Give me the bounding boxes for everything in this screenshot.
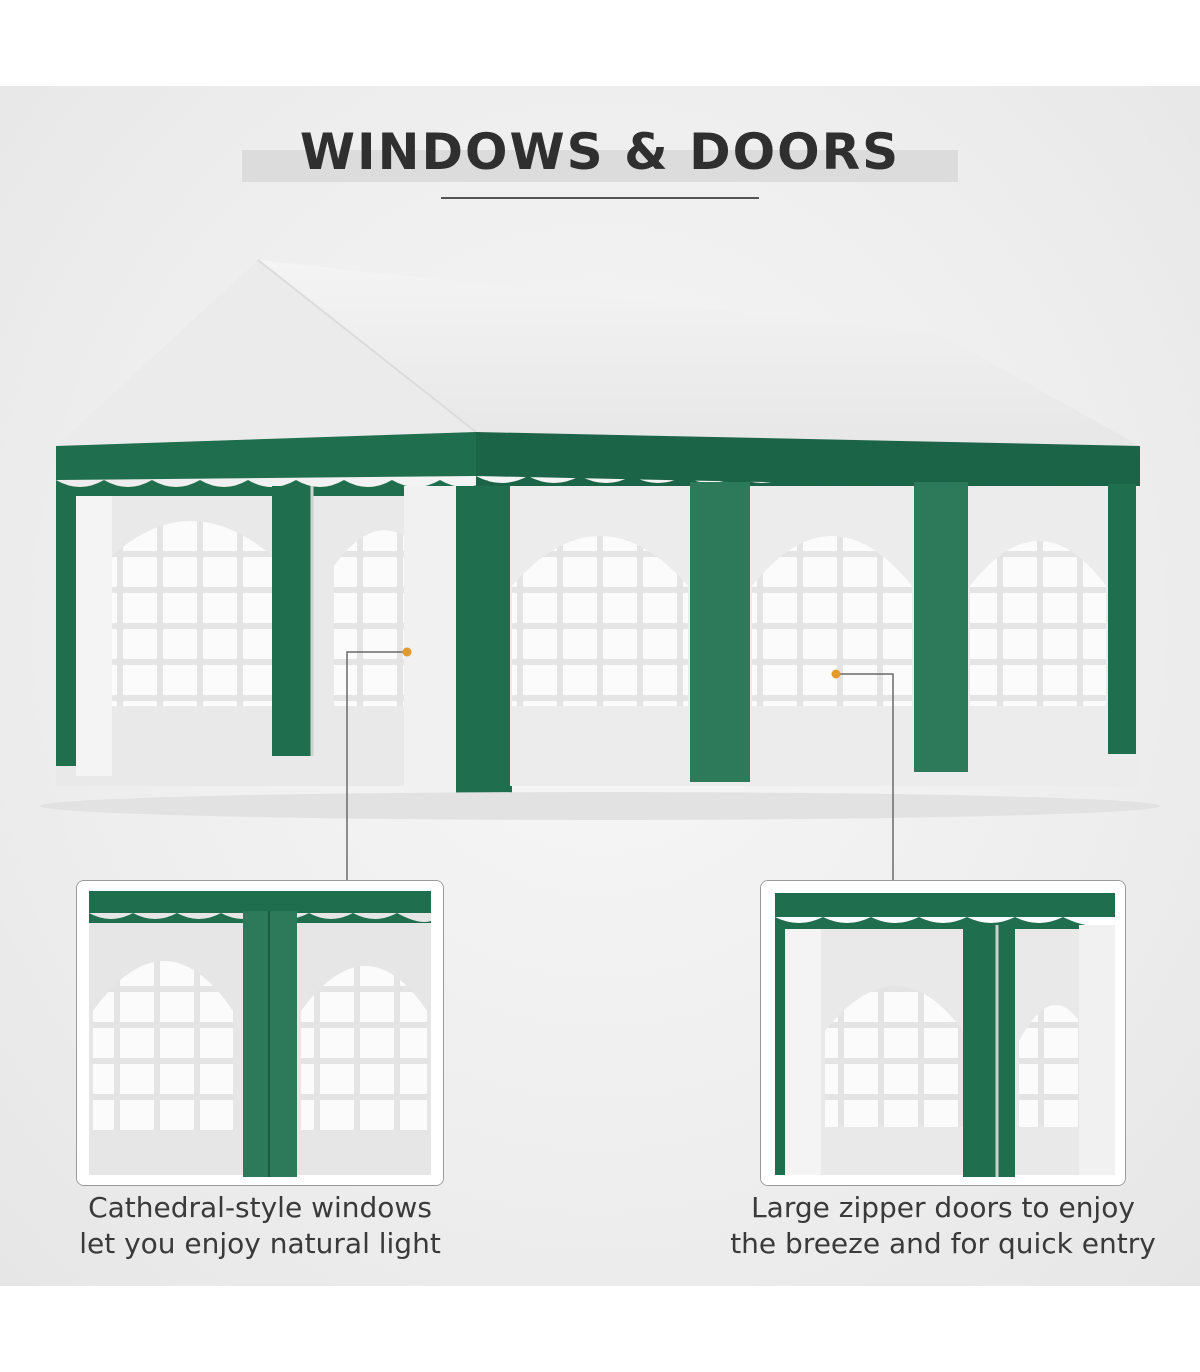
valance-front bbox=[56, 432, 476, 480]
roof-gable-end bbox=[56, 260, 476, 446]
roof-top bbox=[258, 260, 1140, 446]
callout-line-right bbox=[836, 673, 894, 880]
tent-illustration bbox=[40, 259, 1160, 880]
page-title: WINDOWS & DOORS bbox=[299, 123, 901, 181]
window-arch-1 bbox=[112, 521, 272, 706]
window-arch-3 bbox=[512, 536, 688, 706]
caption-doors-line-1: Large zipper doors to enjoy bbox=[751, 1191, 1135, 1224]
window-arch-2 bbox=[334, 530, 404, 706]
caption-windows-line-2: let you enjoy natural light bbox=[79, 1227, 441, 1260]
inset-door-closeup bbox=[760, 880, 1126, 1186]
callout-dot-left bbox=[402, 647, 412, 657]
product-image-stage: WINDOWS & DOORS bbox=[0, 86, 1200, 1286]
inset-windows-closeup bbox=[76, 880, 444, 1186]
door-zipper-panel bbox=[272, 486, 312, 756]
callout-line-left bbox=[346, 651, 407, 880]
valance-side bbox=[476, 432, 1140, 490]
caption-doors: Large zipper doors to enjoy the breeze a… bbox=[720, 1190, 1166, 1262]
caption-windows: Cathedral-style windows let you enjoy na… bbox=[40, 1190, 480, 1262]
caption-windows-line-1: Cathedral-style windows bbox=[88, 1191, 432, 1224]
window-arch-4 bbox=[752, 536, 912, 706]
window-arch-5 bbox=[970, 541, 1106, 706]
title-band bbox=[242, 150, 958, 182]
title-underline bbox=[441, 197, 759, 199]
callout-dot-right bbox=[831, 669, 841, 679]
caption-doors-line-2: the breeze and for quick entry bbox=[730, 1227, 1156, 1260]
